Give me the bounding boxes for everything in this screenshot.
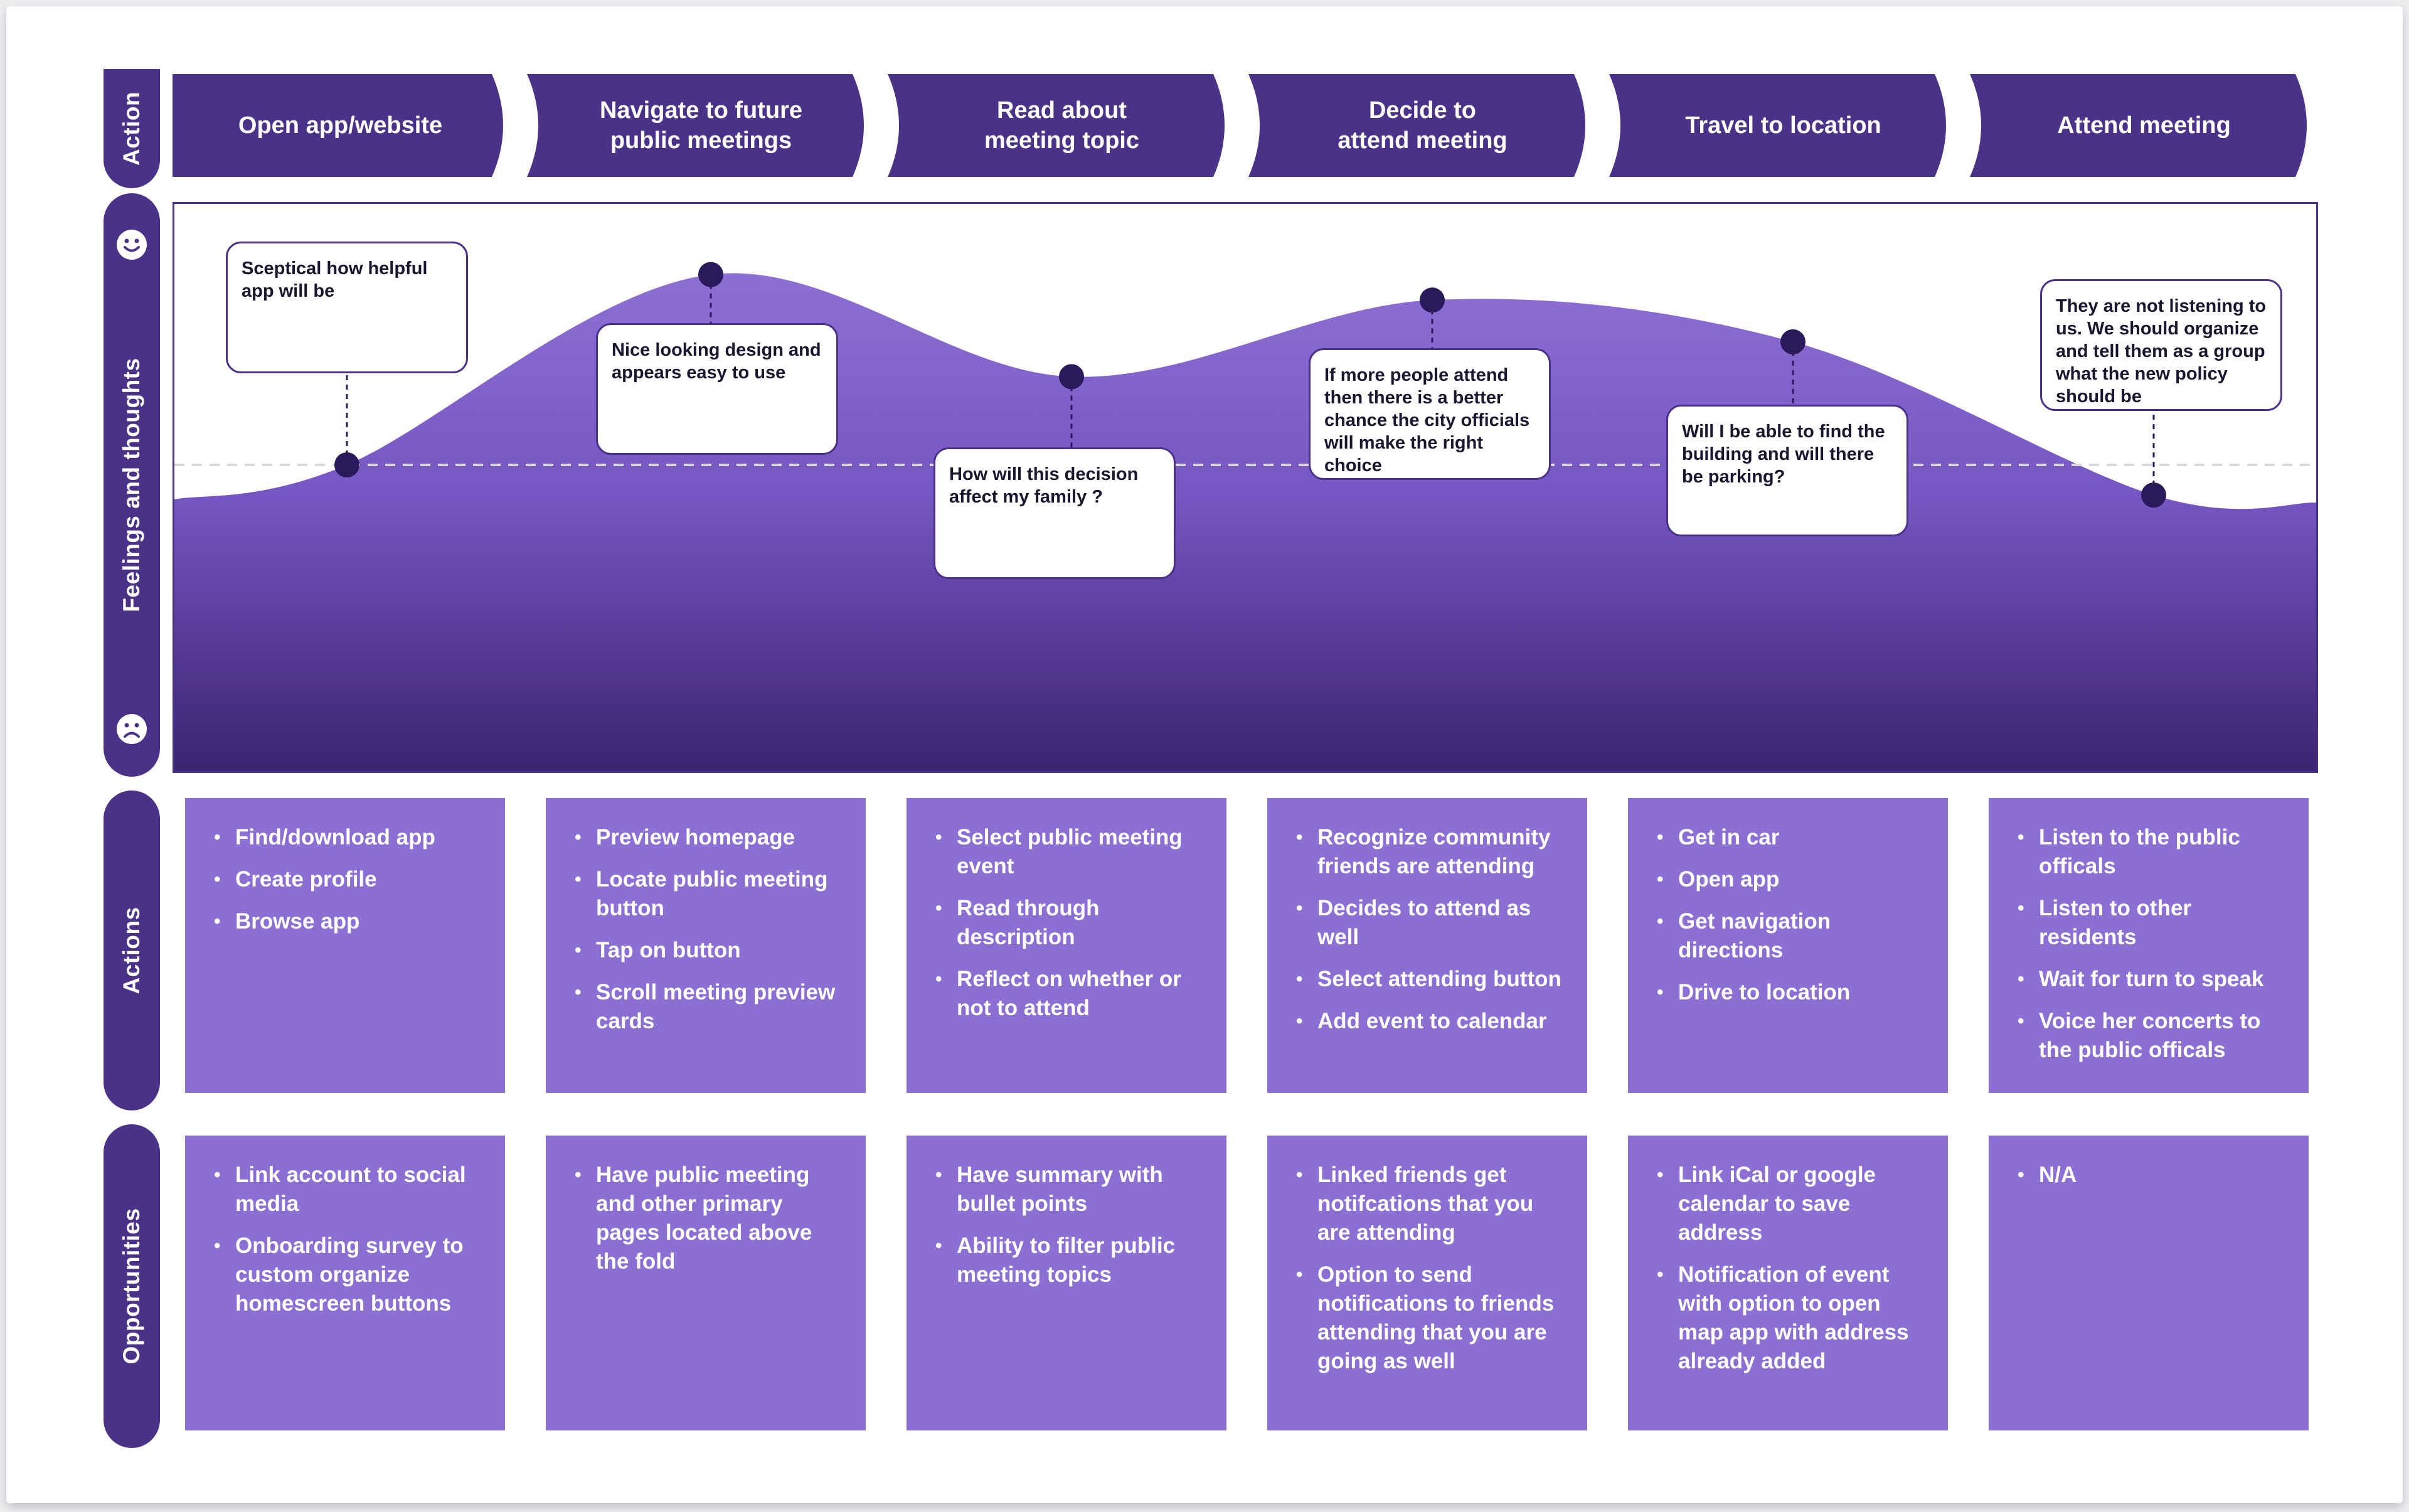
list-item: Wait for turn to speak: [2015, 965, 2284, 994]
list-item: Linked friends get notifcations that you…: [1294, 1161, 1562, 1247]
actions-list: Select public meeting eventRead through …: [933, 823, 1201, 1023]
happy-face-icon: [117, 230, 147, 260]
opportunities-list: Have summary with bullet pointsAbility t…: [933, 1161, 1201, 1289]
list-item: Listen to other residents: [2015, 894, 2284, 952]
row-label-actions: Actions: [104, 791, 160, 1110]
list-item: Read through description: [933, 894, 1201, 952]
opportunities-list: N/A: [2015, 1161, 2284, 1190]
list-item: Add event to calendar: [1294, 1007, 1562, 1036]
actions-card-5: Get in carOpen appGet navigation directi…: [1628, 798, 1948, 1093]
list-item: Link iCal or google calendar to save add…: [1654, 1161, 1923, 1247]
list-item: Option to send notifications to friends …: [1294, 1260, 1562, 1376]
actions-card-6: Listen to the public officalsListen to o…: [1989, 798, 2309, 1093]
opportunities-card-5: Link iCal or google calendar to save add…: [1628, 1136, 1948, 1430]
row-label-opportunities-text: Opportunities: [119, 1208, 144, 1365]
list-item: Voice her concerts to the public offical…: [2015, 1007, 2284, 1065]
actions-list: Find/download appCreate profileBrowse ap…: [211, 823, 480, 936]
row-label-opportunities: Opportunities: [104, 1124, 160, 1448]
list-item: Link account to social media: [211, 1161, 480, 1218]
emotion-curve: [174, 262, 2316, 771]
list-item: Have summary with bullet points: [933, 1161, 1201, 1218]
list-item: Get navigation directions: [1654, 907, 1923, 965]
actions-list: Get in carOpen appGet navigation directi…: [1654, 823, 1923, 1007]
stage-label: Decide to attend meeting: [1337, 97, 1508, 154]
list-item: N/A: [2015, 1161, 2284, 1190]
actions-card-4: Recognize community friends are attendin…: [1267, 798, 1587, 1093]
list-item: Open app: [1654, 865, 1923, 894]
row-label-feelings-text: Feelings and thoughts: [119, 358, 144, 612]
actions-list: Listen to the public officalsListen to o…: [2015, 823, 2284, 1065]
list-item: Get in car: [1654, 823, 1923, 852]
actions-card-3: Select public meeting eventRead through …: [907, 798, 1226, 1093]
emotion-point: [2141, 482, 2166, 508]
list-item: Notification of event with option to ope…: [1654, 1260, 1923, 1376]
stage-5: Travel to location: [1609, 74, 1957, 177]
actions-list: Preview homepageLocate public meeting bu…: [572, 823, 841, 1036]
row-label-actions-text: Actions: [119, 907, 144, 994]
row-label-action: Action: [104, 69, 160, 188]
sad-face-icon: [117, 714, 147, 744]
stage-label: Open app/website: [238, 112, 443, 139]
opportunities-card-6: N/A: [1989, 1136, 2309, 1430]
list-item: Select public meeting event: [933, 823, 1201, 881]
list-item: Onboarding survey to custom organize hom…: [211, 1232, 480, 1318]
list-item: Have public meeting and other primary pa…: [572, 1161, 841, 1276]
thought-bubble: They are not listening to us. We should …: [2040, 279, 2282, 411]
stage-label: Read about meeting topic: [984, 97, 1140, 154]
stage-label: Travel to location: [1685, 112, 1881, 139]
emotion-point: [1420, 287, 1445, 313]
list-item: Ability to filter public meeting topics: [933, 1232, 1201, 1289]
actions-list: Recognize community friends are attendin…: [1294, 823, 1562, 1036]
list-item: Browse app: [211, 907, 480, 936]
opportunities-list: Linked friends get notifcations that you…: [1294, 1161, 1562, 1376]
emotion-point: [1059, 364, 1084, 390]
opportunities-card-2: Have public meeting and other primary pa…: [546, 1136, 866, 1430]
stage-label: Attend meeting: [2057, 112, 2231, 139]
list-item: Scroll meeting preview cards: [572, 978, 841, 1036]
list-item: Tap on button: [572, 936, 841, 965]
list-item: Preview homepage: [572, 823, 841, 852]
thought-bubble: Will I be able to find the building and …: [1666, 405, 1908, 536]
journey-map-board: Action Feelings and thoughts Actions Opp…: [6, 6, 2403, 1503]
emotion-point: [334, 452, 359, 477]
opportunities-list: Link iCal or google calendar to save add…: [1654, 1161, 1923, 1376]
list-item: Create profile: [211, 865, 480, 894]
emotion-curve-chart: Sceptical how helpful app will be Nice lo…: [173, 202, 2318, 773]
opportunities-card-3: Have summary with bullet pointsAbility t…: [907, 1136, 1226, 1430]
list-item: Locate public meeting button: [572, 865, 841, 923]
thought-bubble: If more people attend then there is a be…: [1309, 348, 1551, 480]
actions-card-2: Preview homepageLocate public meeting bu…: [546, 798, 866, 1093]
stage-label: Navigate to future public meetings: [599, 97, 803, 154]
thought-bubble: How will this decision affect my family …: [933, 447, 1176, 579]
list-item: Recognize community friends are attendin…: [1294, 823, 1562, 881]
list-item: Reflect on whether or not to attend: [933, 965, 1201, 1023]
thought-bubble: Nice looking design and appears easy to …: [596, 323, 838, 455]
actions-card-1: Find/download appCreate profileBrowse ap…: [185, 798, 505, 1093]
opportunities-list: Have public meeting and other primary pa…: [572, 1161, 841, 1276]
emotion-point: [1780, 329, 1805, 354]
stage-2: Navigate to future public meetings: [527, 74, 875, 177]
stage-1: Open app/website: [166, 74, 514, 177]
list-item: Decides to attend as well: [1294, 894, 1562, 952]
thought-bubble: Sceptical how helpful app will be: [226, 242, 468, 373]
list-item: Select attending button: [1294, 965, 1562, 994]
stage-3: Read about meeting topic: [888, 74, 1236, 177]
list-item: Find/download app: [211, 823, 480, 852]
emotion-point: [698, 262, 723, 287]
stage-4: Decide to attend meeting: [1248, 74, 1597, 177]
list-item: Listen to the public officals: [2015, 823, 2284, 881]
row-label-action-text: Action: [119, 91, 144, 166]
list-item: Drive to location: [1654, 978, 1923, 1007]
row-label-feelings: Feelings and thoughts: [104, 193, 160, 777]
opportunities-list: Link account to social mediaOnboarding s…: [211, 1161, 480, 1318]
stage-6: Attend meeting: [1970, 74, 2318, 177]
opportunities-card-1: Link account to social mediaOnboarding s…: [185, 1136, 505, 1430]
opportunities-card-4: Linked friends get notifcations that you…: [1267, 1136, 1587, 1430]
